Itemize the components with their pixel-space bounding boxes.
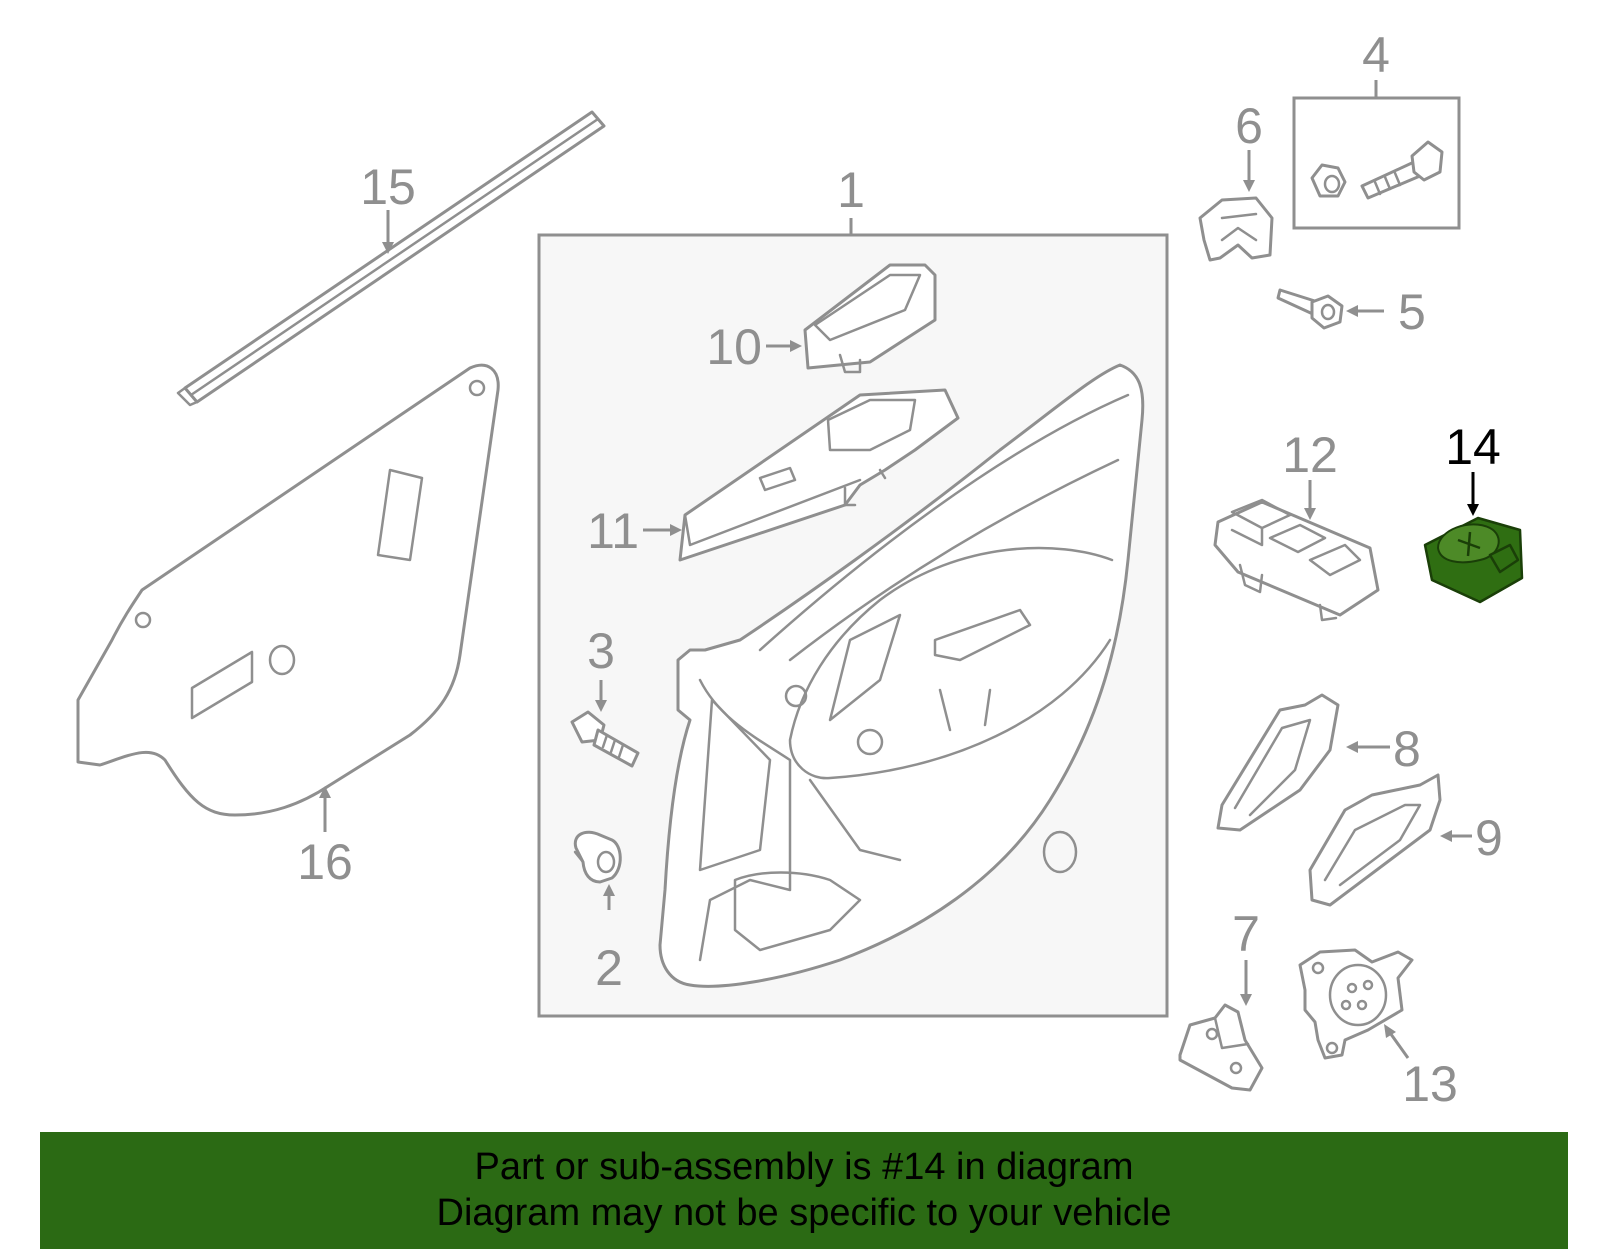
banner-line-part-number: Part or sub-assembly is #14 in diagram — [474, 1146, 1134, 1188]
callout-11: 11 — [587, 503, 639, 559]
callout-7: 7 — [1232, 906, 1260, 962]
callout-8: 8 — [1393, 721, 1421, 777]
part-11-switch-bezel[interactable] — [678, 388, 960, 562]
leader-lines — [319, 80, 1479, 1059]
callout-labels: 1 2 3 4 5 6 7 8 9 10 11 12 13 14 15 16 — [297, 27, 1503, 1112]
callout-1: 1 — [837, 162, 865, 218]
part-9-cover[interactable] — [1308, 773, 1442, 907]
part-4-fastener-kit[interactable] — [1292, 96, 1461, 230]
callout-14: 14 — [1445, 419, 1501, 475]
callout-9: 9 — [1475, 810, 1503, 866]
part-1-door-trim-panel[interactable] — [658, 363, 1145, 988]
part-10-handle-bezel[interactable] — [803, 263, 937, 374]
part-13-speaker-bracket[interactable] — [1298, 948, 1414, 1060]
callout-6: 6 — [1235, 98, 1263, 154]
callout-10: 10 — [706, 319, 762, 375]
part-12-window-switch[interactable] — [1213, 498, 1380, 622]
callout-12: 12 — [1282, 427, 1338, 483]
callout-3: 3 — [587, 623, 615, 679]
part-15-weatherstrip[interactable] — [176, 110, 606, 407]
part-14-switch-highlighted[interactable] — [1423, 516, 1524, 604]
part-16-watershield[interactable] — [76, 363, 500, 817]
banner-line-disclaimer: Diagram may not be specific to your vehi… — [436, 1192, 1172, 1234]
callout-15: 15 — [360, 159, 416, 215]
part-6-bracket[interactable] — [1198, 196, 1274, 262]
part-3-screw[interactable] — [570, 710, 640, 768]
callout-4: 4 — [1362, 27, 1390, 83]
callout-16: 16 — [297, 834, 353, 890]
callout-5: 5 — [1398, 284, 1426, 340]
part-7-bracket[interactable] — [1178, 1003, 1264, 1092]
parts-diagram: 1 2 3 4 5 6 7 8 9 10 11 12 13 14 15 16 — [76, 27, 1524, 1112]
callout-13: 13 — [1402, 1056, 1458, 1112]
part-8-cover[interactable] — [1216, 693, 1340, 832]
info-banner: Part or sub-assembly is #14 in diagram D… — [40, 1132, 1568, 1249]
callout-2: 2 — [595, 940, 623, 996]
part-5-screw[interactable] — [1276, 288, 1344, 330]
part-2-clip[interactable] — [573, 830, 622, 884]
